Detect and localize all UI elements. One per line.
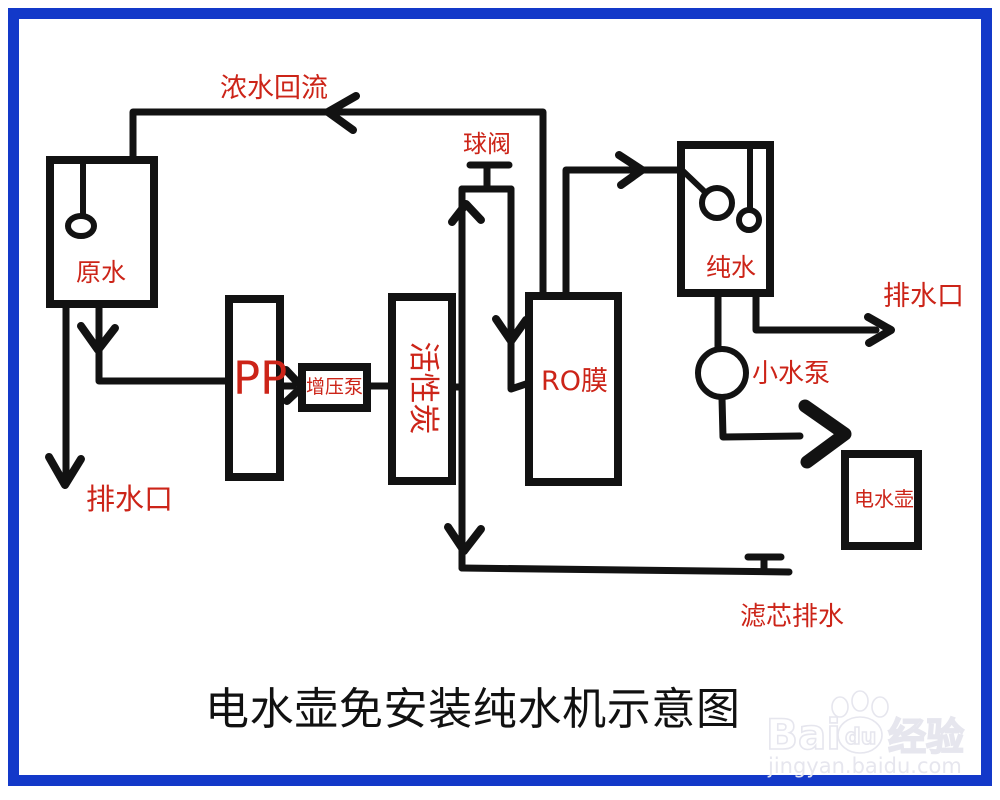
arrowhead-concentrate-return-left — [324, 92, 360, 134]
baidu-watermark: Bai du 经验 jingyan.baidu.com — [765, 690, 965, 778]
pure-float-arm — [680, 168, 708, 195]
diagram-title: 电水壶免安装纯水机示意图 — [205, 684, 740, 735]
pipe-raw-to-pp — [95, 300, 233, 385]
pipe-filter-drain — [458, 564, 793, 576]
paw-pad-icon — [837, 716, 883, 754]
pure-water-label: 纯水 — [706, 253, 756, 282]
activated-carbon-box — [388, 293, 456, 485]
pipe-ro-to-pure — [562, 166, 685, 300]
watermark-url: jingyan.baidu.com — [767, 754, 962, 778]
pipe-valve-to-ro — [507, 185, 533, 393]
arrowhead-pure-drain — [864, 313, 895, 347]
pipe-concentrate-return — [129, 108, 547, 300]
paw-toe-icon — [851, 690, 869, 712]
filter-drain-label: 滤芯排水 — [740, 602, 844, 632]
pure-float-ball — [699, 185, 735, 221]
arrowhead-riser-up — [448, 200, 485, 226]
arrowhead-to-kettle — [798, 399, 852, 469]
ro-membrane-label: RO膜 — [541, 366, 608, 397]
pp-filter-label: PP — [233, 352, 287, 405]
small-pump-label: 小水泵 — [752, 359, 830, 389]
kettle-box — [841, 450, 922, 550]
pipe-pure-drain — [752, 289, 880, 334]
arrowhead-to-ro-down — [492, 315, 530, 345]
drain-left-label: 排水口 — [86, 482, 173, 516]
paw-toe-icon — [831, 696, 849, 718]
concentrate-return-label: 浓水回流 — [220, 73, 328, 104]
arrowhead-raw-drain-down — [45, 453, 85, 489]
watermark-brand-left: Bai — [766, 710, 841, 759]
pure-sensor-ball — [736, 207, 762, 233]
watermark-brand-right: 经验 — [888, 715, 964, 759]
arrowhead-drain-down — [444, 523, 485, 555]
kettle-label: 电水壶 — [854, 487, 914, 511]
drain-right-label: 排水口 — [883, 281, 964, 312]
pure-water-tank — [677, 141, 774, 297]
ball-valve-label: 球阀 — [463, 130, 511, 158]
paw-toe-icon — [871, 696, 889, 718]
booster-pump-box — [298, 363, 371, 412]
watermark-brand-mid: du — [845, 725, 876, 750]
arrowhead-feed-down — [77, 322, 119, 354]
pipe-pump-to-kettle — [718, 394, 804, 441]
arrowhead-to-pure — [615, 151, 646, 189]
pp-filter-box — [225, 295, 284, 481]
raw-water-label: 原水 — [76, 258, 126, 287]
small-pump-circle — [695, 346, 749, 400]
raw-float-ball — [65, 213, 97, 239]
page-border — [8, 8, 992, 786]
activated-carbon-label: 活性炭 — [405, 342, 441, 435]
booster-pump-label: 增压泵 — [306, 376, 363, 398]
ro-membrane-box — [525, 292, 622, 486]
